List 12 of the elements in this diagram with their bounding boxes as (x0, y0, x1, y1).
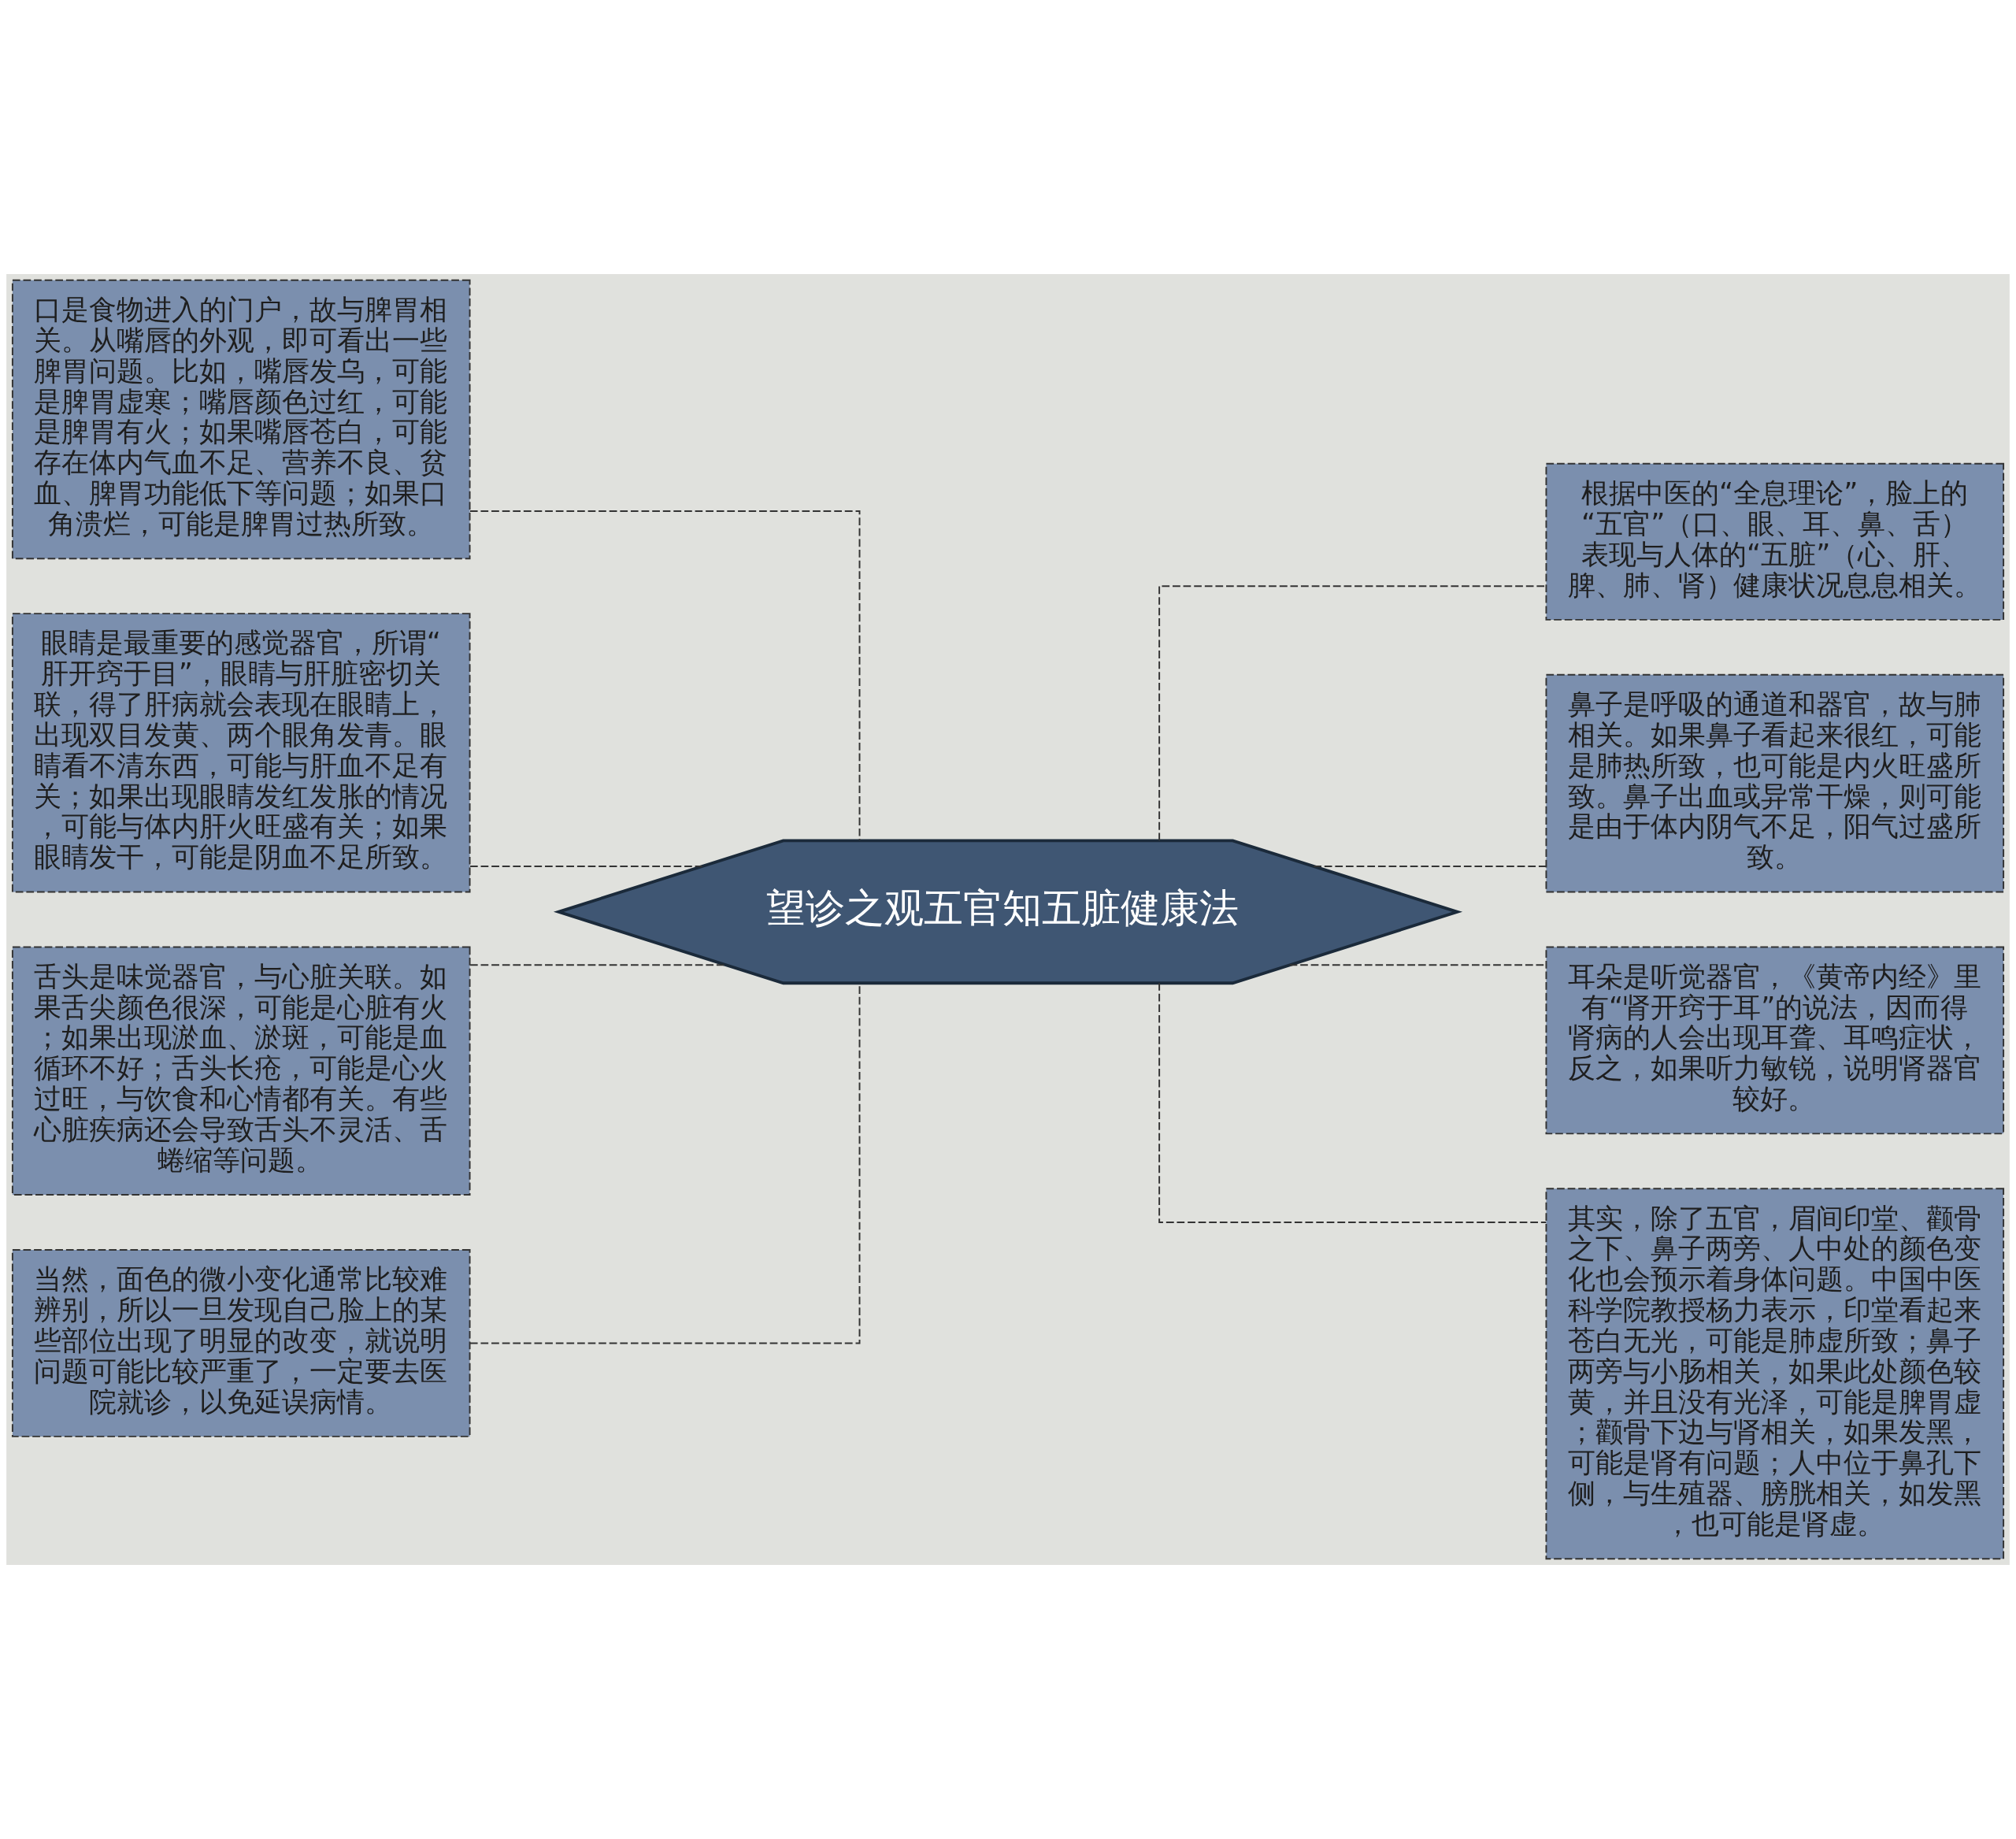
node-box: 耳朵是听觉器官，《黄帝内经》里有“肾开窍于耳”的说法，因而得肾病的人会出现耳聋、耳鸣症状，反之，如果听力敏锐，说明肾器官较好。 (1545, 946, 2005, 1135)
connector (1158, 982, 1547, 1223)
connector (469, 510, 861, 841)
node-box: 舌头是味觉器官，与心脏关联。如果舌尖颜色很深，可能是心脏有火；如果出现淤血、淤斑，可能是血循环不好；舌头长疮，可能是心火过旺，与饮食和心情都有关。有些心脏疾病还会导致舌头不灵活、舌蜷缩等问题。 (11, 946, 471, 1196)
node-box: 口是食物进入的门户，故与脾胃相关。从嘴唇的外观，即可看出一些脾胃问题。比如，嘴唇发乌，可能是脾胃虚寒；嘴唇颜色过红，可能是脾胃有火；如果嘴唇苍白，可能存在体内气血不足、营养不良、贫血、脾胃功能低下等问题；如果口角溃烂，可能是脾胃过热所致。 (11, 279, 471, 560)
connector (1313, 866, 1547, 867)
node-box: 根据中医的“全息理论”，脸上的“五官”（口、眼、耳、鼻、舌）表现与人体的“五脏”（心、肝、脾、肺、肾）健康状况息息相关。 (1545, 462, 2005, 621)
connector (469, 866, 703, 867)
node-box: 其实，除了五官，眉间印堂、颧骨之下、鼻子两旁、人中处的颜色变化也会预示着身体问题。中国中医科学院教授杨力表示，印堂看起来苍白无光，可能是肺虚所致；鼻子两旁与小肠相关，如果此处颜色较黄，并且没有光泽，可能是脾胃虚；颧骨下边与肾相关，如果发黑，可能是肾有问题；人中位于鼻孔下侧，与生殖器、膀胱相关，如发黑，也可能是肾虚。 (1545, 1188, 2005, 1560)
node-box: 眼睛是最重要的感觉器官，所谓“肝开窍于目”，眼睛与肝脏密切关联，得了肝病就会表现在眼睛上，出现双目发黄、两个眼角发青。眼睛看不清东西，可能与肝血不足有关；如果出现眼睛发红发胀的情况，可能与体内肝火旺盛有关；如果眼睛发干，可能是阴血不足所致。 (11, 613, 471, 893)
node-box: 当然，面色的微小变化通常比较难辨别，所以一旦发现自己脸上的某些部位出现了明显的改变，就说明问题可能比较严重了，一定要去医院就诊，以免延误病情。 (11, 1249, 471, 1437)
node-box: 鼻子是呼吸的通道和器官，故与肺相关。如果鼻子看起来很红，可能是肺热所致，也可能是内火旺盛所致。鼻子出血或异常干燥，则可能是由于体内阴气不足，阳气过盛所致。 (1545, 673, 2005, 893)
